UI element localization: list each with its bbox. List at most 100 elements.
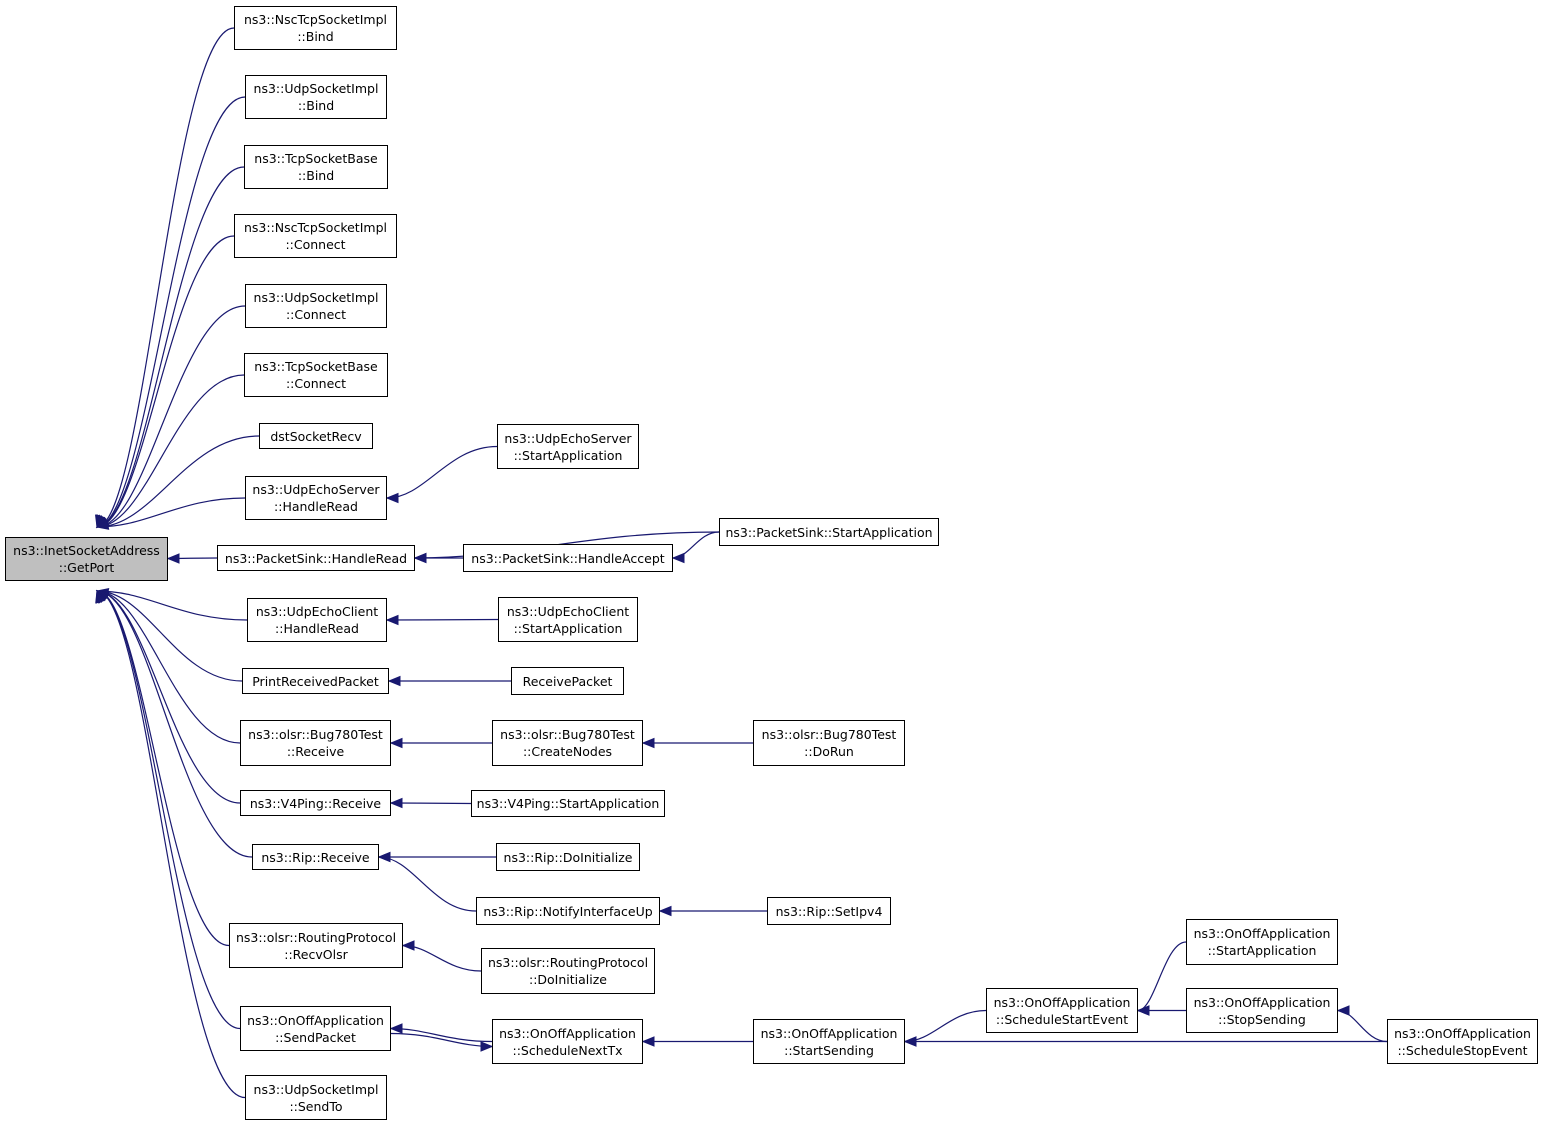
node-v4ping-startapplication[interactable]: ns3::V4Ping::StartApplication: [471, 790, 665, 817]
edge-n29-to-n15: [402, 944, 482, 972]
edge-n12-to-root: [96, 590, 241, 744]
edge-n6-to-root: [96, 374, 245, 528]
node-onoffapplication-schedulestartevent[interactable]: ns3::OnOffApplication::ScheduleStartEven…: [986, 988, 1138, 1033]
node-udpechoclient-startapplication[interactable]: ns3::UdpEchoClient::StartApplication: [498, 597, 638, 642]
node-label-line2: ::GetPort: [58, 560, 115, 575]
node-label-line1: ns3::olsr::RoutingProtocol: [235, 929, 397, 945]
node-label: PrintReceivedPacket: [252, 673, 379, 689]
node-receivepacket[interactable]: ReceivePacket: [511, 667, 624, 695]
edge-n5-to-root: [96, 305, 246, 528]
arrowhead-n16-to-n30: [480, 1041, 494, 1052]
node-label-line1: ns3::UdpEchoClient: [255, 604, 379, 619]
node-udpsocketimpl-bind[interactable]: ns3::UdpSocketImpl::Bind: [245, 75, 387, 119]
node-rip-receive[interactable]: ns3::Rip::Receive: [252, 844, 379, 870]
node-bug780test-createnodes[interactable]: ns3::olsr::Bug780Test::CreateNodes: [492, 720, 643, 766]
node-routingprotocol-doinitialize[interactable]: ns3::olsr::RoutingProtocol::DoInitialize: [481, 948, 655, 994]
node-udpsocketimpl-sendto[interactable]: ns3::UdpSocketImpl::SendTo: [245, 1075, 387, 1120]
arrowhead-n8-to-root: [95, 519, 110, 530]
edge-n15-to-root: [96, 590, 230, 947]
arrowhead-n27-to-n14: [377, 851, 391, 863]
node-label-line2: ::ScheduleStopEvent: [1397, 1042, 1528, 1058]
node-bug780test-receive[interactable]: ns3::olsr::Bug780Test::Receive: [240, 720, 391, 766]
node-label-line1: ns3::olsr::RoutingProtocol: [487, 955, 649, 970]
node-label: ReceivePacket: [522, 673, 613, 689]
node-rip-doinitialize[interactable]: ns3::Rip::DoInitialize: [496, 843, 640, 871]
node-nsctcpsocketimpl-bind[interactable]: ns3::NscTcpSocketImpl::Bind: [234, 6, 397, 50]
arrowhead-n24-to-n23: [641, 737, 655, 749]
node-label-line2: ::StartApplication: [513, 447, 623, 463]
node-udpechoclient-handleread[interactable]: ns3::UdpEchoClient::HandleRead: [247, 598, 387, 642]
node-label-line1: ns3::OnOffApplication: [499, 1025, 636, 1041]
node-label: ns3::Rip::SetIpv4: [775, 903, 883, 919]
node-routingprotocol-recvolsr[interactable]: ns3::olsr::RoutingProtocol::RecvOlsr: [229, 923, 403, 968]
arrowhead-n28-to-n27: [658, 905, 672, 917]
arrowhead-n35-to-n31: [903, 1036, 917, 1047]
node-onoffapplication-startapplication[interactable]: ns3::OnOffApplication::StartApplication: [1186, 919, 1338, 965]
arrowhead-n30-to-n16: [389, 1023, 403, 1034]
node-label-line2: ::ScheduleStartEvent: [995, 1011, 1129, 1027]
node-packetsink-startapplication[interactable]: ns3::PacketSink::StartApplication: [719, 518, 939, 546]
edge-n4-to-root: [96, 235, 235, 528]
edge-n27-to-n14: [378, 856, 477, 912]
node-rip-setipv4[interactable]: ns3::Rip::SetIpv4: [767, 897, 891, 925]
node-dstsocketrecv[interactable]: dstSocketRecv: [259, 423, 373, 449]
node-rip-notifyinterfaceup[interactable]: ns3::Rip::NotifyInterfaceUp: [476, 897, 660, 925]
node-onoffapplication-startsending[interactable]: ns3::OnOffApplication::StartSending: [753, 1019, 905, 1064]
node-label-line2: ::Connect: [285, 237, 346, 252]
edge-n7-to-root: [96, 435, 260, 528]
node-label-line2: ::Connect: [285, 376, 347, 391]
node-label-line2: ::DoRun: [804, 744, 854, 759]
node-onoffapplication-schedulestopevent[interactable]: ns3::OnOffApplication::ScheduleStopEvent: [1387, 1019, 1538, 1064]
node-udpechoserver-handleread[interactable]: ns3::UdpEchoServer::HandleRead: [245, 476, 387, 520]
node-label-line1: ns3::UdpSocketImpl: [253, 1081, 379, 1097]
node-label: dstSocketRecv: [270, 428, 362, 444]
node-nsctcpsocketimpl-connect[interactable]: ns3::NscTcpSocketImpl::Connect: [234, 214, 397, 258]
node-label-line2: ::Receive: [286, 744, 345, 759]
node-udpsocketimpl-connect[interactable]: ns3::UdpSocketImpl::Connect: [245, 284, 387, 328]
node-label-line2: ::StartApplication: [1207, 943, 1317, 958]
arrowhead-n25-to-n13: [389, 797, 403, 809]
edge-n13-to-root: [96, 590, 241, 804]
arrowhead-n35-to-n34: [1336, 1005, 1350, 1016]
node-label-line1: ns3::OnOffApplication: [1193, 926, 1331, 941]
edge-n2-to-root: [96, 96, 246, 528]
node-packetsink-handleread[interactable]: ns3::PacketSink::HandleRead: [217, 545, 415, 571]
node-label-line2: ::DoInitialize: [528, 972, 607, 987]
node-label-line1: ns3::OnOffApplication: [1193, 994, 1331, 1010]
edge-n14-to-root: [96, 590, 253, 858]
arrowhead-n21-to-n10: [385, 614, 399, 626]
node-label-line1: ns3::UdpEchoServer: [504, 430, 632, 446]
node-udpechoserver-startapplication[interactable]: ns3::UdpEchoServer::StartApplication: [497, 424, 639, 469]
node-label-line1: ns3::OnOffApplication: [760, 1025, 898, 1041]
node-label-line1: ns3::UdpEchoServer: [252, 482, 380, 497]
node-label-line2: ::Bind: [297, 168, 335, 183]
node-tcpsocketbase-connect[interactable]: ns3::TcpSocketBase::Connect: [244, 353, 388, 397]
node-onoffapplication-sendpacket[interactable]: ns3::OnOffApplication::SendPacket: [240, 1006, 391, 1051]
node-label-line1: ns3::olsr::Bug780Test: [248, 727, 383, 742]
node-onoffapplication-schedulenexttx[interactable]: ns3::OnOffApplication::ScheduleNextTx: [492, 1019, 643, 1064]
node-bug780test-dorun[interactable]: ns3::olsr::Bug780Test::DoRun: [753, 720, 905, 766]
edge-n19-to-n20: [672, 531, 720, 559]
edge-n32-to-n31: [904, 1009, 987, 1043]
node-label-line1: ns3::OnOffApplication: [247, 1012, 384, 1028]
edge-n10-to-root: [96, 590, 248, 621]
node-label-line2: ::CreateNodes: [522, 744, 613, 759]
node-label: ns3::Rip::Receive: [261, 849, 370, 865]
node-printreceivedpacket[interactable]: PrintReceivedPacket: [242, 668, 389, 694]
node-label-line2: ::StartApplication: [513, 620, 623, 636]
node-label: ns3::Rip::DoInitialize: [503, 849, 633, 865]
node-packetsink-handleaccept[interactable]: ns3::PacketSink::HandleAccept: [463, 544, 673, 572]
node-label: ns3::PacketSink::StartApplication: [725, 524, 933, 540]
node-tcpsocketbase-bind[interactable]: ns3::TcpSocketBase::Bind: [244, 145, 388, 189]
edge-n25-to-n13: [390, 802, 472, 805]
node-label-line1: ns3::NscTcpSocketImpl: [244, 220, 387, 235]
node-onoffapplication-stopsending[interactable]: ns3::OnOffApplication::StopSending: [1186, 988, 1338, 1033]
edge-n33-to-n32: [1137, 941, 1187, 1012]
node-label: ns3::V4Ping::StartApplication: [476, 796, 660, 811]
node-inetsocketaddress-getport[interactable]: ns3::InetSocketAddress::GetPort: [5, 537, 168, 581]
node-label-line2: ::Connect: [285, 307, 347, 322]
node-label-line2: ::HandleRead: [274, 499, 358, 514]
node-v4ping-receive[interactable]: ns3::V4Ping::Receive: [240, 790, 391, 816]
node-label: ns3::Rip::NotifyInterfaceUp: [483, 903, 653, 919]
